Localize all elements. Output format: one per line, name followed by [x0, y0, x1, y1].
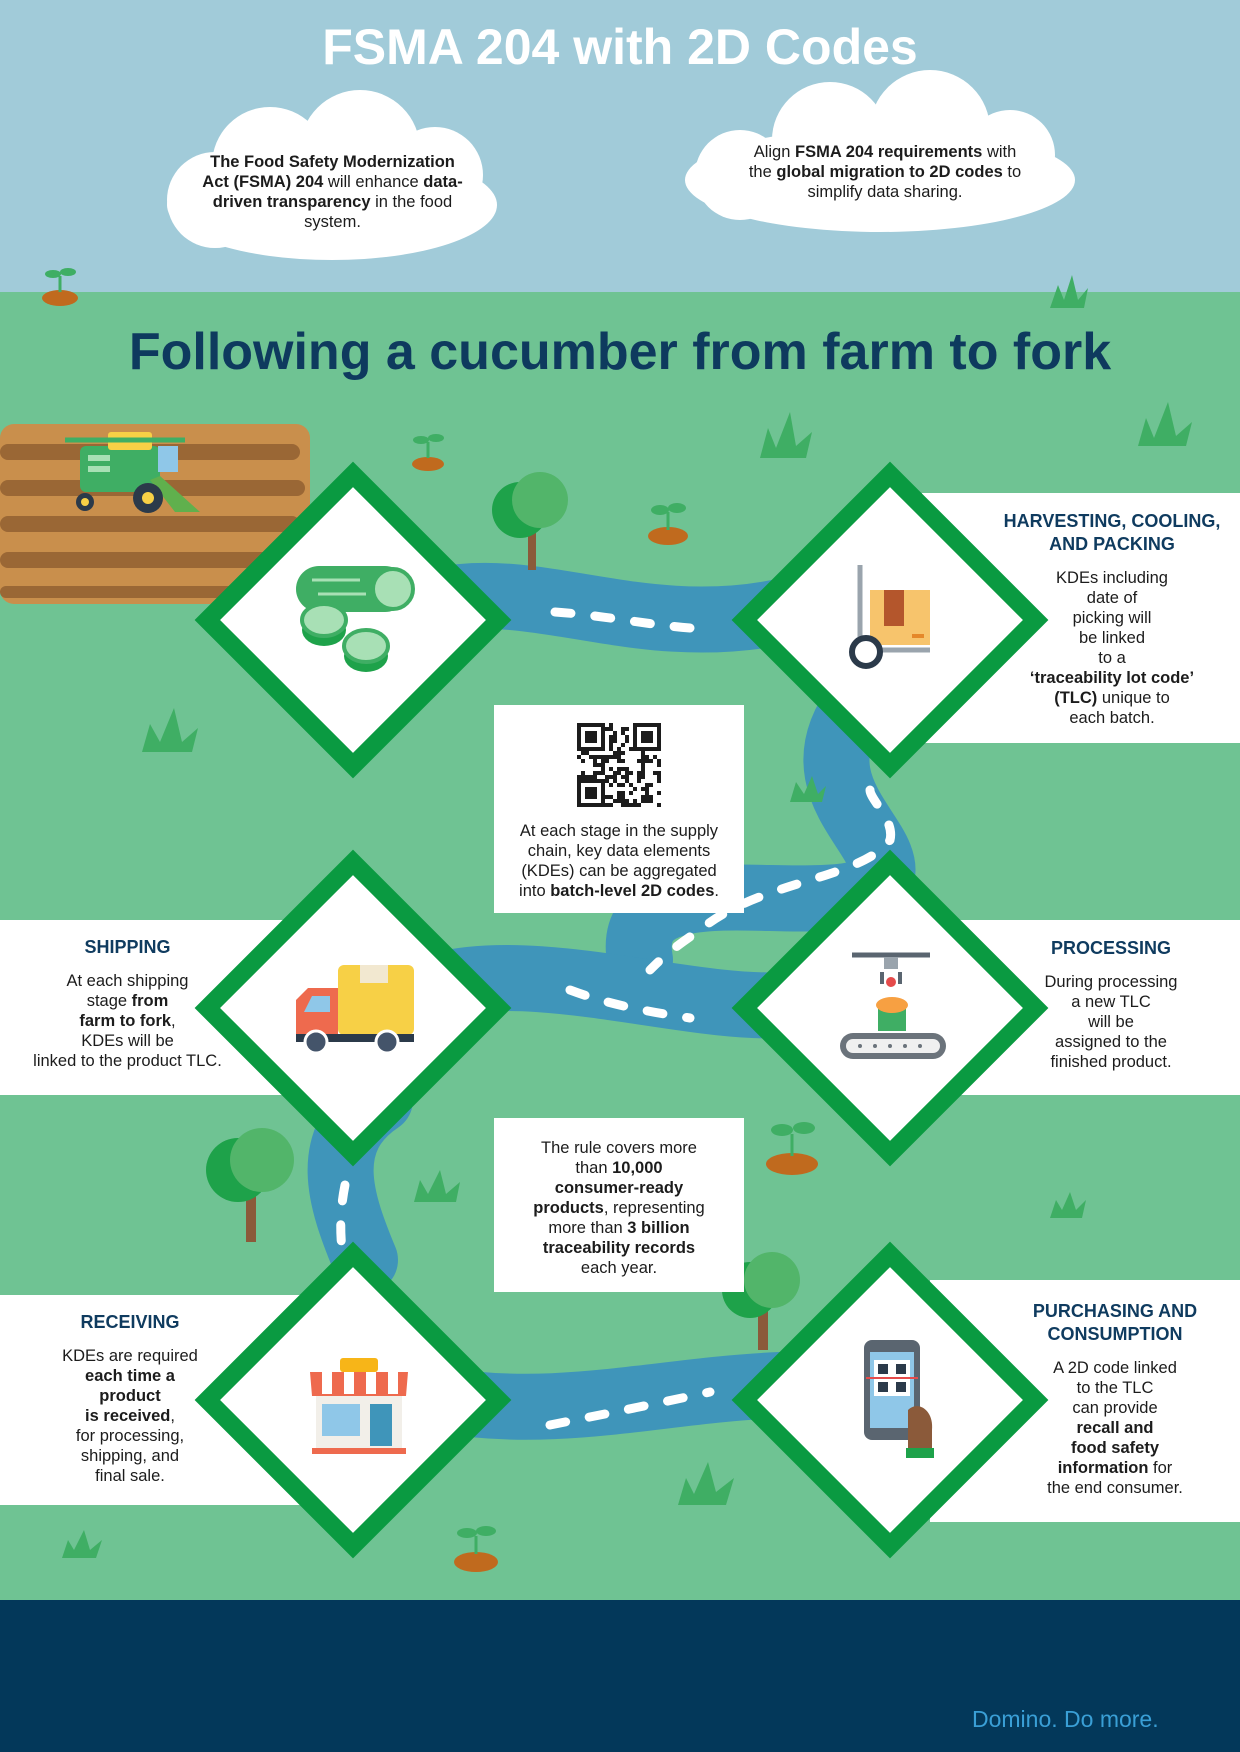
grass-tufts — [62, 275, 1192, 1558]
brand-tagline: Domino. Do more. — [972, 1706, 1159, 1732]
conveyor-icon — [840, 952, 946, 1059]
stage-harvesting: HARVESTING, COOLING,AND PACKING KDEs inc… — [994, 510, 1230, 728]
tree-top — [492, 472, 568, 570]
section-subtitle: Following a cucumber from farm to fork — [128, 323, 1112, 381]
stage-receiving-title: RECEIVING — [80, 1312, 180, 1332]
sprouts — [42, 268, 818, 1572]
cloud-left-text: The Food Safety Modernization Act (FSMA)… — [202, 153, 463, 231]
phone-scan-icon — [864, 1340, 934, 1458]
road-markings — [336, 607, 896, 1430]
footer-band — [0, 1600, 1240, 1752]
stage-harvesting-title: HARVESTING, COOLING,AND PACKING — [1003, 511, 1221, 554]
truck-icon — [296, 965, 414, 1055]
cloud-left — [167, 90, 497, 260]
harvester-icon — [65, 432, 200, 513]
stage-processing-title: PROCESSING — [1050, 938, 1172, 958]
store-icon — [310, 1358, 408, 1454]
cloud-right — [685, 70, 1075, 232]
page-title: FSMA 204 with 2D Codes — [322, 19, 918, 75]
cloud-right-text: Align FSMA 204 requirements with the glo… — [748, 143, 1022, 201]
field — [0, 424, 310, 604]
qr-code-icon — [577, 723, 661, 807]
stage-shipping-title: SHIPPING — [84, 937, 171, 957]
hand-truck-icon — [849, 565, 930, 669]
cucumber-icon — [296, 566, 415, 672]
tree-left — [206, 1128, 294, 1242]
